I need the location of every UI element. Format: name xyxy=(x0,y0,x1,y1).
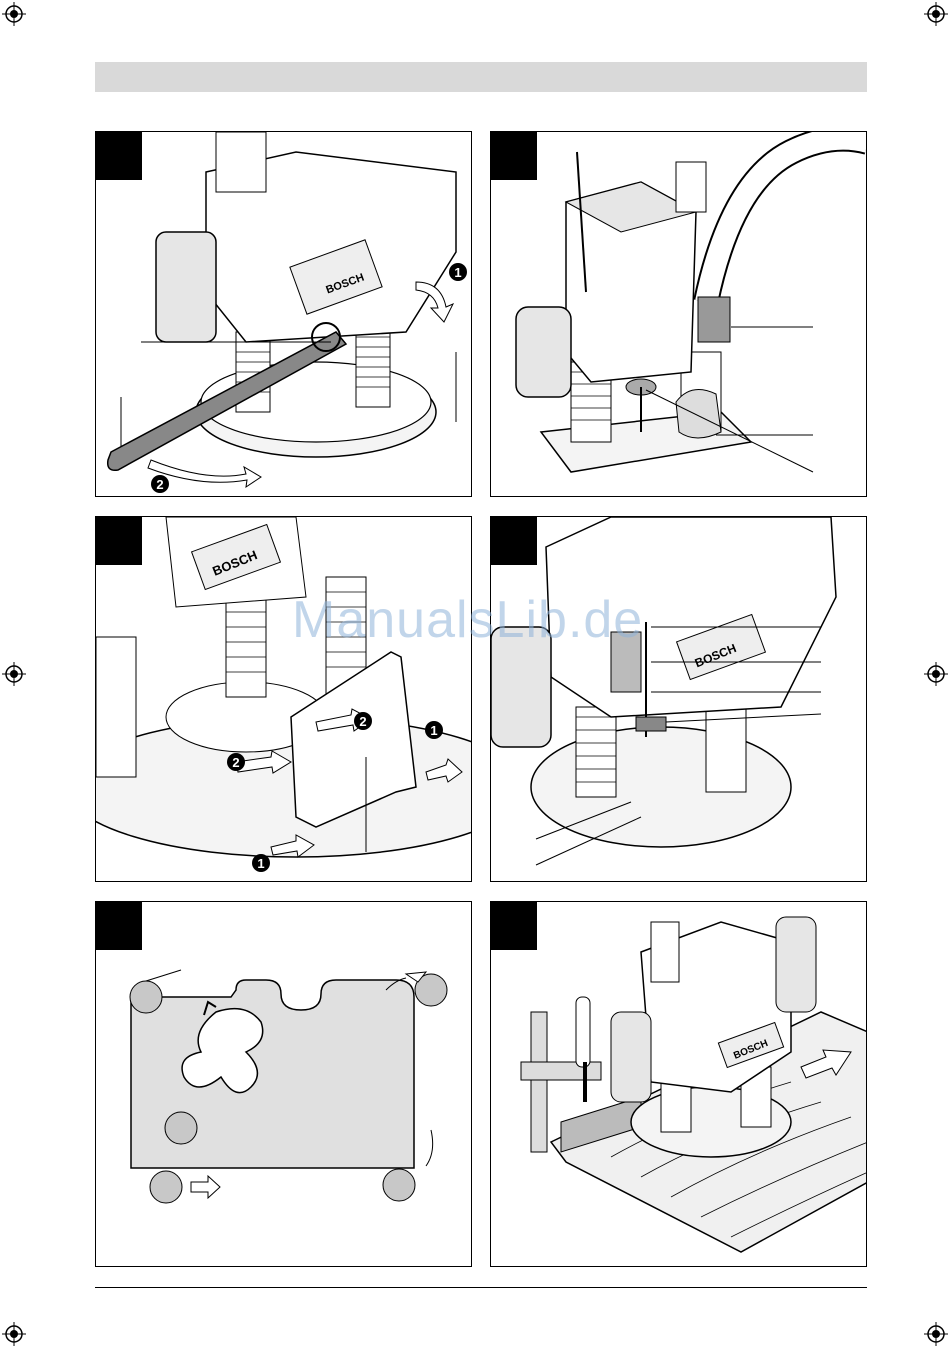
figure-panel-4: BOSCH xyxy=(490,516,867,882)
router-bit-icon xyxy=(383,1169,415,1201)
router-bit-icon xyxy=(165,1112,197,1144)
figure-panel-1: BOSCH 1 2 xyxy=(95,131,472,497)
header-bar xyxy=(95,62,867,92)
registration-mark-top-right xyxy=(924,2,948,26)
figure-panel-5 xyxy=(95,901,472,1267)
registration-mark-top-left xyxy=(2,2,26,26)
step-label: 1 xyxy=(454,265,461,280)
registration-mark-middle-left xyxy=(2,662,26,686)
step-label: 2 xyxy=(156,477,163,492)
router-clamp-guide-illustration: BOSCH xyxy=(491,902,867,1267)
router-chip-guard-illustration: BOSCH 2 1 2 1 xyxy=(96,517,472,882)
watermark: ManualsLib.de xyxy=(292,590,643,650)
router-bit-icon xyxy=(150,1171,182,1203)
registration-mark-bottom-left xyxy=(2,1322,26,1346)
step-label: 2 xyxy=(232,755,239,770)
figure-panel-2 xyxy=(490,131,867,497)
template-routing-diagram xyxy=(96,902,472,1267)
registration-mark-middle-right xyxy=(924,662,948,686)
registration-mark-bottom-right xyxy=(924,1322,948,1346)
footer-rule xyxy=(95,1287,867,1288)
step-label: 1 xyxy=(257,856,264,871)
router-dust-hose-illustration xyxy=(491,132,867,497)
step-label: 2 xyxy=(359,714,366,729)
router-wrench-illustration: BOSCH 1 2 xyxy=(96,132,472,497)
step-label: 1 xyxy=(430,723,437,738)
router-depth-stop-illustration: BOSCH xyxy=(491,517,867,882)
router-bit-icon xyxy=(130,981,162,1013)
figure-panel-3: BOSCH 2 1 2 1 xyxy=(95,516,472,882)
figure-panel-6: BOSCH xyxy=(490,901,867,1267)
